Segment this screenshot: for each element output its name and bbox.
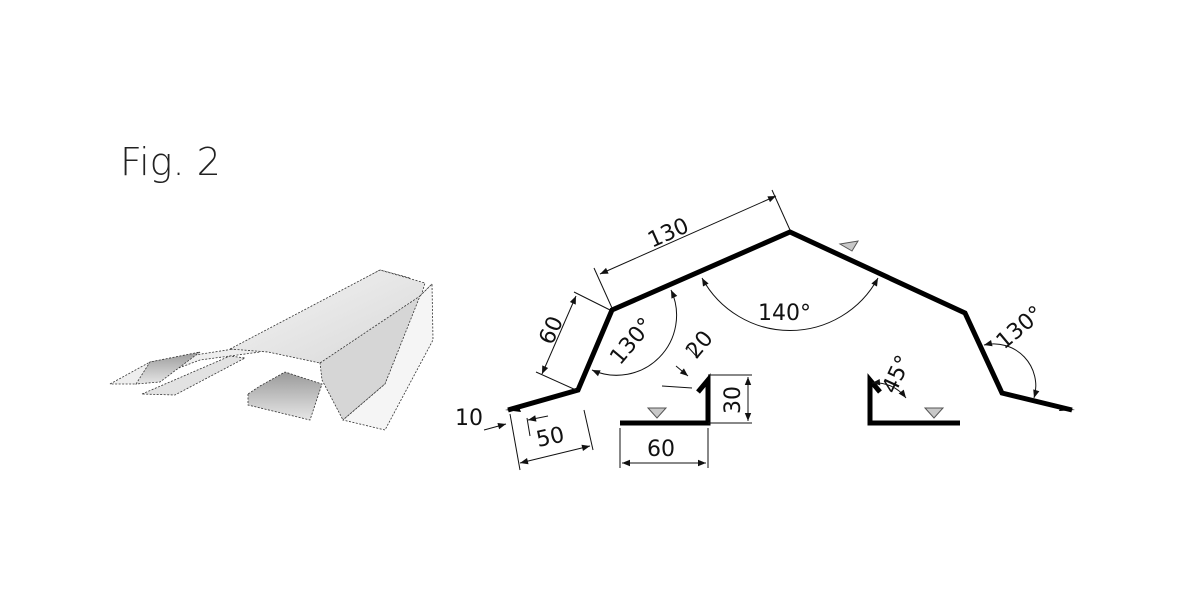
dim-20: 20	[681, 326, 718, 364]
dim-50: 50	[534, 423, 567, 453]
dim-45-angle: 45°	[878, 352, 917, 398]
dim-30: 30	[721, 386, 746, 414]
surface-markers	[646, 240, 945, 419]
dim-140-angle: 140°	[758, 301, 811, 326]
dim-10: 10	[455, 406, 483, 431]
dim-130-top: 130	[644, 214, 693, 254]
hem-tips	[505, 406, 1075, 412]
angle-piece-left	[620, 373, 711, 426]
dim-60-bottom: 60	[647, 437, 675, 462]
ridge-profile-3d-render	[109, 269, 434, 431]
figure-title: Fig. 2	[120, 140, 221, 184]
dim-130-left-angle: 130°	[605, 313, 658, 370]
dimension-lines	[483, 189, 1040, 471]
dim-130-right-angle: 130°	[992, 301, 1049, 354]
dim-60-side: 60	[535, 313, 569, 349]
